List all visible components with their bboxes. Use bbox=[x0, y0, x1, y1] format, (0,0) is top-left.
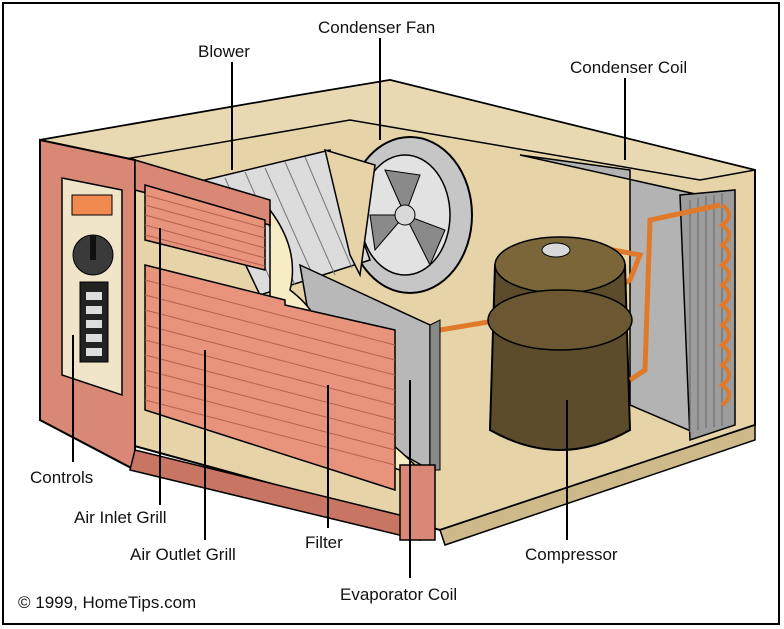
controls-panel bbox=[61, 177, 123, 397]
air-outlet-grill bbox=[144, 264, 396, 492]
label-condenser-coil: Condenser Coil bbox=[570, 58, 688, 77]
label-evaporator-coil: Evaporator Coil bbox=[340, 585, 458, 604]
compressor bbox=[487, 236, 633, 451]
label-compressor: Compressor bbox=[525, 545, 618, 564]
label-condenser-fan: Condenser Fan bbox=[318, 18, 436, 37]
label-air-outlet-grill: Air Outlet Grill bbox=[130, 545, 236, 564]
leader-lines bbox=[72, 38, 626, 578]
label-blower: Blower bbox=[198, 42, 250, 61]
air-inlet-grill bbox=[144, 184, 266, 271]
copyright: © 1999, HomeTips.com bbox=[18, 593, 197, 612]
condenser-coil bbox=[519, 154, 736, 442]
label-controls: Controls bbox=[30, 468, 94, 487]
label-filter: Filter bbox=[305, 533, 343, 552]
label-air-inlet-grill: Air Inlet Grill bbox=[74, 508, 167, 527]
condenser-fan bbox=[347, 136, 473, 294]
